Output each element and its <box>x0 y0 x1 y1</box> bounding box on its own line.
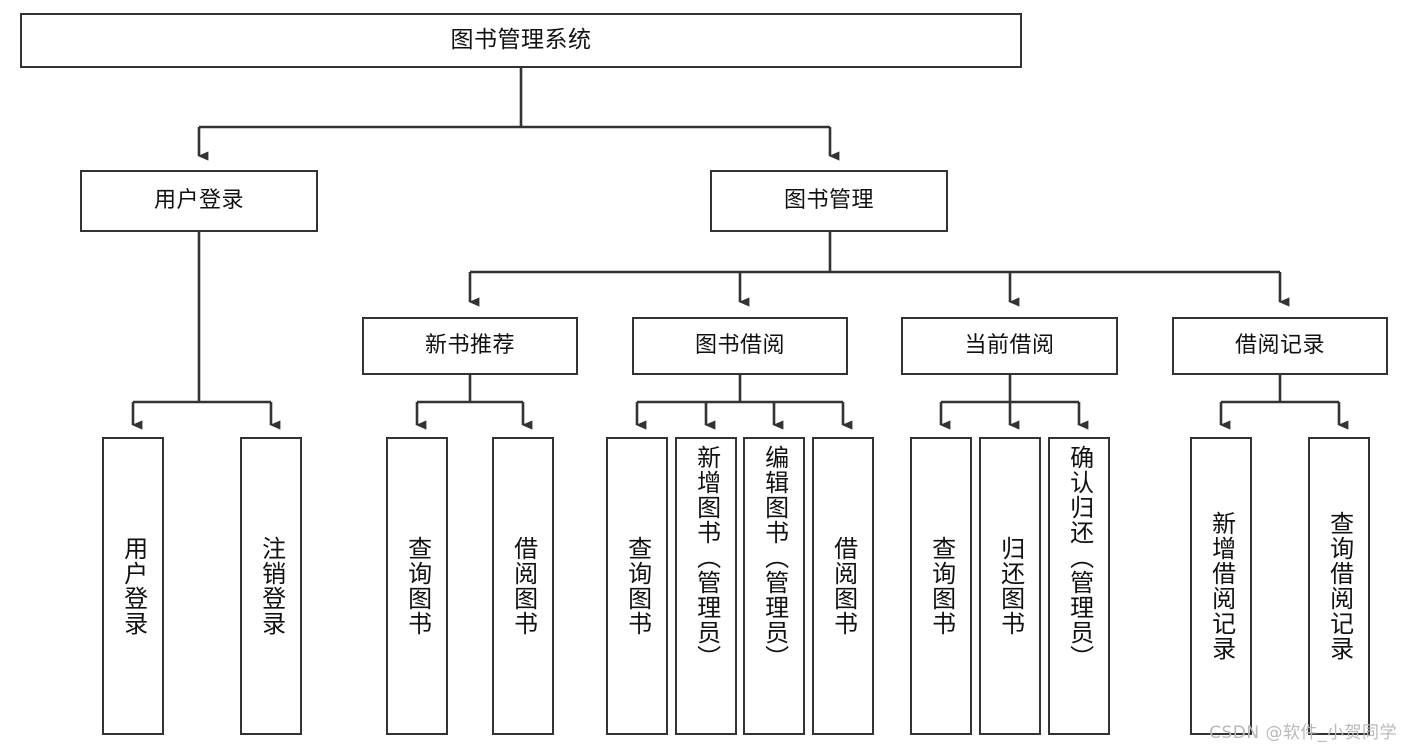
leaf-user-login-login[interactable]: 用户登录 <box>102 437 164 735</box>
node-label: 查询图书 <box>623 536 652 636</box>
node-user-login[interactable]: 用户登录 <box>80 170 318 232</box>
watermark-text: CSDN @软件_小贺同学 <box>1209 723 1397 743</box>
node-label: 注销登录 <box>257 536 286 636</box>
node-label: 新增借阅记录 <box>1207 511 1236 661</box>
leaf-current-borrow-confirm-return-admin[interactable]: 确认归还（管理员） <box>1048 437 1110 735</box>
node-label: 编辑图书（管理员） <box>760 445 789 670</box>
leaf-book-borrow-edit-book-admin[interactable]: 编辑图书（管理员） <box>743 437 805 735</box>
node-label: 用户登录 <box>119 536 148 636</box>
node-label: 图书借阅 <box>694 333 785 359</box>
node-label: 当前借阅 <box>964 333 1055 359</box>
node-new-book-recommend[interactable]: 新书推荐 <box>362 317 578 375</box>
node-label: 借阅图书 <box>509 536 538 636</box>
node-current-borrow[interactable]: 当前借阅 <box>901 317 1118 375</box>
node-label: 查询图书 <box>927 536 956 636</box>
leaf-user-login-logout[interactable]: 注销登录 <box>240 437 302 735</box>
leaf-new-book-query-book[interactable]: 查询图书 <box>386 437 448 735</box>
node-root-book-management-system[interactable]: 图书管理系统 <box>20 13 1022 68</box>
leaf-current-borrow-return-book[interactable]: 归还图书 <box>979 437 1041 735</box>
node-label: 图书管理系统 <box>450 26 592 53</box>
node-label: 用户登录 <box>153 188 244 214</box>
node-book-borrow[interactable]: 图书借阅 <box>632 317 848 375</box>
node-book-management[interactable]: 图书管理 <box>710 170 948 232</box>
node-label: 归还图书 <box>996 536 1025 636</box>
leaf-borrow-record-query-record[interactable]: 查询借阅记录 <box>1308 437 1370 735</box>
node-label: 查询借阅记录 <box>1325 511 1354 661</box>
leaf-book-borrow-add-book-admin[interactable]: 新增图书（管理员） <box>675 437 737 735</box>
leaf-borrow-record-add-record[interactable]: 新增借阅记录 <box>1190 437 1252 735</box>
node-label: 确认归还（管理员） <box>1065 445 1094 670</box>
leaf-current-borrow-query-book[interactable]: 查询图书 <box>910 437 972 735</box>
leaf-new-book-borrow-book[interactable]: 借阅图书 <box>492 437 554 735</box>
node-label: 借阅图书 <box>829 536 858 636</box>
leaf-book-borrow-borrow-book[interactable]: 借阅图书 <box>812 437 874 735</box>
node-borrow-record[interactable]: 借阅记录 <box>1172 317 1388 375</box>
node-label: 新书推荐 <box>424 333 515 359</box>
node-label: 查询图书 <box>403 536 432 636</box>
node-label: 图书管理 <box>783 188 874 214</box>
node-label: 借阅记录 <box>1234 333 1325 359</box>
node-label: 新增图书（管理员） <box>692 445 721 670</box>
leaf-book-borrow-query-book[interactable]: 查询图书 <box>606 437 668 735</box>
